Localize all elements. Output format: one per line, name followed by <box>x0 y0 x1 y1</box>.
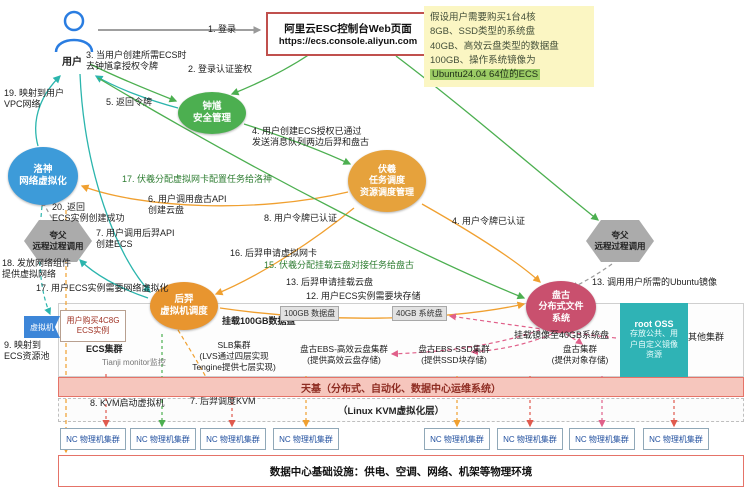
step-20-return-success: 20. 返回 ECS实例创建成功 <box>52 202 125 223</box>
console-webpage-box: 阿里云ESC控制台Web页面 https://ecs.console.aliyu… <box>266 12 430 56</box>
step-7-houyi-schedule-kvm: 7. 后羿调度KVM <box>190 396 256 406</box>
step-8-token-verified: 8. 用户令牌已认证 <box>264 213 338 223</box>
vm-tag: 虚拟机 <box>24 316 60 338</box>
root-oss-box: root OSS 存放公共、用 户自定义镜像 资源 <box>620 303 688 377</box>
tag-100gb-data-disk: 100GB 数据盘 <box>280 306 340 321</box>
nc-cluster-1: NC 物理机集群 <box>60 428 126 450</box>
step-17-fuxi-assign-nic: 17. 伏羲分配虚拟网卡配置任务给洛神 <box>122 174 273 184</box>
node-pangu-storage: 盘古 分布式文件 系统 <box>526 281 596 333</box>
console-title: 阿里云ESC控制台Web页面 <box>284 23 412 35</box>
step-18-issue-network: 18. 发放网络组件 提供虚拟网络 <box>2 258 72 279</box>
node-fuxi-scheduler: 伏羲 任务调度 资源调度管理 <box>348 150 426 212</box>
kvm-layer-bar <box>58 398 744 422</box>
user-label: 用户 <box>62 57 82 68</box>
step-6-pangu-api: 6. 用户调用盘古API 创建云盘 <box>148 194 227 215</box>
step-9-map-ecs-pool: 9. 映射到 ECS资源池 <box>4 340 50 361</box>
user-ecs-instance-box: 用户购买4C8G ECS实例 <box>60 310 126 342</box>
node-zhongkui-security: 钟馗 安全管理 <box>178 92 246 134</box>
node-houyi-vm: 后羿 虚拟机调度 <box>150 282 218 330</box>
node-luoshen-network: 洛神 网络虚拟化 <box>8 147 78 205</box>
ebs-ssd-cluster-label: 盘古EBS-SSD集群 (提供SSD块存储) <box>418 344 490 366</box>
nc-cluster-5: NC 物理机集群 <box>424 428 490 450</box>
ebs-efficient-cluster-label: 盘古EBS-高效云盘集群 (提供高效云盘存储) <box>300 344 388 366</box>
kvm-layer-label: （Linux KVM虚拟化层） <box>338 406 445 417</box>
step-8-kvm-start-vm: 8. KVM启动虚拟机 <box>90 398 165 408</box>
note-body: 假设用户需要购买1台4核 8GB、SSD类型的系统盘 40GB、高效云盘类型的数… <box>430 12 559 66</box>
step-17-ecs-need-network: 17. 用户ECS实例需要网络虚拟化 <box>36 283 169 293</box>
slb-cluster-label: SLB集群 (LVS通过四层实现 Tengine提供七层实现) <box>192 340 276 373</box>
step-16-request-nic: 16. 后羿申请虚拟网卡 <box>230 248 318 258</box>
step-12-need-block-storage: 12. 用户ECS实例需要块存储 <box>306 291 421 301</box>
step-7-houyi-api: 7. 用户调用后羿API 创建ECS <box>96 228 175 249</box>
step-13-call-ubuntu-image: 13. 调用用户所需的Ubuntu镜像 <box>592 277 718 287</box>
nc-cluster-8: NC 物理机集群 <box>643 428 709 450</box>
step-3-get-token: 3. 当用户创建所需ECS时 去钟馗拿授权令牌 <box>86 50 187 71</box>
other-clusters-label: 其他集群 <box>688 332 725 342</box>
node-kuafu-rpc-right: 夸父 远程过程调用 <box>586 220 654 262</box>
nc-cluster-4: NC 物理机集群 <box>273 428 339 450</box>
step-13-mount-disk: 13. 后羿申请挂载云盘 <box>286 277 374 287</box>
step-1-login: 1. 登录 <box>208 24 237 34</box>
note-highlight: Ubuntu24.04 64位的ECS <box>430 69 541 80</box>
step-4-message-queue: 4. 用户创建ECS授权已通过 发送消息队列两边后羿和盘古 <box>252 126 370 147</box>
step-19-map-vpc: 19. 映射到用户 VPC网络 <box>4 88 65 109</box>
mount-data-disk-label: 挂载100GB数据盘 <box>222 316 296 326</box>
datacenter-infrastructure-bar: 数据中心基础设施：供电、空调、网络、机架等物理环境 <box>58 455 744 487</box>
assumption-note: 假设用户需要购买1台4核 8GB、SSD类型的系统盘 40GB、高效云盘类型的数… <box>424 6 594 88</box>
step-4-token-verified: 4. 用户令牌已认证 <box>452 216 526 226</box>
mount-image-label: 挂载镜像至40GB系统盘 <box>514 330 610 340</box>
pangu-cluster-label: 盘古集群 (提供对象存储) <box>551 344 609 366</box>
user-icon <box>54 10 94 53</box>
nc-cluster-3: NC 物理机集群 <box>200 428 266 450</box>
root-oss-title: root OSS <box>634 319 674 330</box>
node-kuafu-rpc-left: 夸父 远程过程调用 <box>24 220 92 262</box>
step-15-fuxi-assign-disk: 15. 伏羲分配挂载云盘对接任务给盘古 <box>264 260 415 270</box>
console-url: https://ecs.console.aliyun.com <box>278 36 418 47</box>
tianji-platform-bar: 天基（分布式、自动化、数据中心运维系统） <box>58 377 744 397</box>
root-oss-body: 存放公共、用 户自定义镜像 资源 <box>630 329 678 360</box>
step-5-return-token: 5. 返回令牌 <box>106 97 153 107</box>
ecs-cluster-label: ECS集群 <box>86 344 123 354</box>
step-2-auth: 2. 登录认证鉴权 <box>188 64 253 74</box>
nc-cluster-6: NC 物理机集群 <box>497 428 563 450</box>
tianji-monitor-label: Tianji monitor监控 <box>102 358 166 367</box>
nc-cluster-2: NC 物理机集群 <box>130 428 196 450</box>
tag-40gb-system-disk: 40GB 系统盘 <box>392 306 447 321</box>
nc-cluster-7: NC 物理机集群 <box>569 428 635 450</box>
